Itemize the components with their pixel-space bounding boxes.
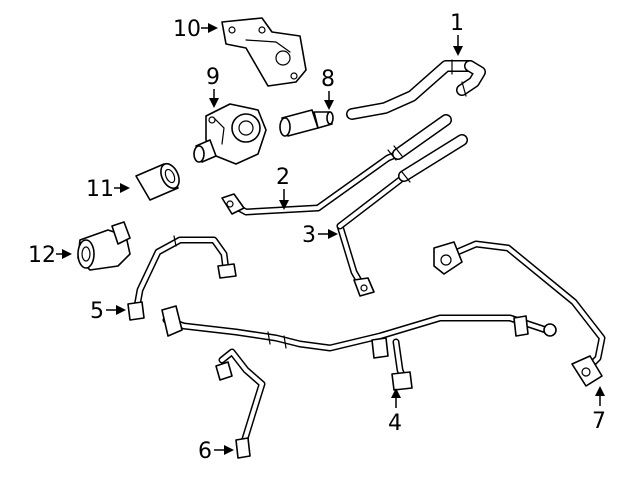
callout-label-7: 7 bbox=[592, 409, 606, 434]
callout-4: 4 bbox=[388, 388, 402, 436]
callout-label-9: 9 bbox=[206, 65, 220, 90]
part-3-tube[interactable] bbox=[336, 134, 468, 297]
part-11-sleeve[interactable] bbox=[135, 161, 183, 201]
part-4-tube[interactable] bbox=[161, 305, 557, 391]
part-6-tube[interactable] bbox=[215, 348, 266, 459]
part-2-tube[interactable] bbox=[221, 114, 452, 216]
callout-label-5: 5 bbox=[90, 299, 104, 324]
part-8-fitting[interactable] bbox=[279, 109, 334, 137]
callout-12: 12 bbox=[28, 243, 72, 268]
callout-label-11: 11 bbox=[86, 177, 114, 202]
callout-2: 2 bbox=[276, 165, 290, 210]
callout-label-3: 3 bbox=[302, 223, 316, 248]
callout-label-8: 8 bbox=[321, 67, 335, 92]
callout-label-10: 10 bbox=[173, 17, 201, 42]
callout-label-2: 2 bbox=[276, 165, 290, 190]
callout-9: 9 bbox=[206, 65, 220, 108]
callout-10: 10 bbox=[173, 17, 218, 42]
part-12-coupler[interactable] bbox=[77, 221, 131, 271]
part-5-tube[interactable] bbox=[127, 235, 237, 321]
callout-3: 3 bbox=[302, 223, 338, 248]
part-9-pump[interactable] bbox=[193, 103, 267, 165]
callout-6: 6 bbox=[198, 439, 234, 464]
callout-label-12: 12 bbox=[28, 243, 56, 268]
callout-8: 8 bbox=[321, 67, 335, 110]
callout-5: 5 bbox=[90, 299, 126, 324]
callout-11: 11 bbox=[86, 177, 130, 202]
part-1-hose[interactable] bbox=[346, 59, 486, 120]
part-7-tube[interactable] bbox=[433, 240, 606, 387]
callout-1: 1 bbox=[450, 11, 464, 56]
callout-label-1: 1 bbox=[450, 11, 464, 36]
callout-label-6: 6 bbox=[198, 439, 212, 464]
callout-7: 7 bbox=[592, 386, 606, 434]
callout-label-4: 4 bbox=[388, 411, 402, 436]
part-10-bracket[interactable] bbox=[221, 17, 307, 87]
